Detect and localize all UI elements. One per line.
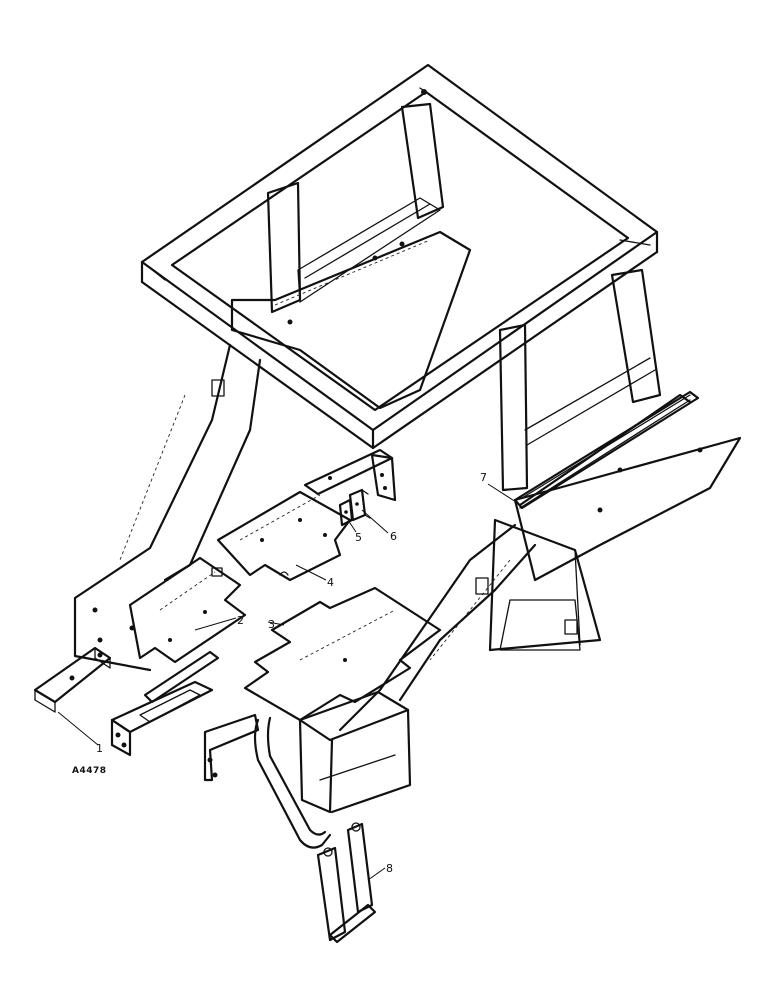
callout-7: 7 (480, 471, 487, 484)
roof-frame (140, 63, 659, 450)
callout-6: 6 (390, 530, 397, 543)
part-2-floor-panel (128, 556, 247, 664)
rear-posts (230, 102, 472, 410)
grab-handle (253, 716, 332, 849)
bracket-upper (303, 448, 397, 502)
right-side-frame (338, 523, 537, 732)
callout-2: 2 (237, 614, 244, 627)
part-1-bracket (33, 646, 112, 713)
callout-labels: 1 2 3 4 5 6 7 8 (96, 471, 487, 875)
part-3-floor-mat (243, 586, 442, 722)
right-console (488, 393, 742, 652)
left-fender-frame (73, 343, 262, 672)
part-4-cover-plate (216, 490, 352, 582)
callout-8: 8 (386, 862, 393, 875)
part-2-mount-plate (110, 650, 220, 757)
callout-5: 5 (355, 531, 362, 544)
callout-3: 3 (268, 618, 275, 631)
callout-1: 1 (96, 742, 103, 755)
figure-code: A4478 (72, 766, 107, 776)
callout-leaders (57, 483, 517, 881)
front-step-box (203, 690, 412, 814)
part-8-step (316, 822, 377, 944)
callout-4: 4 (327, 576, 334, 589)
front-post (498, 268, 662, 492)
part-6-clip (348, 488, 371, 522)
part-7-trim-strip (513, 390, 700, 510)
